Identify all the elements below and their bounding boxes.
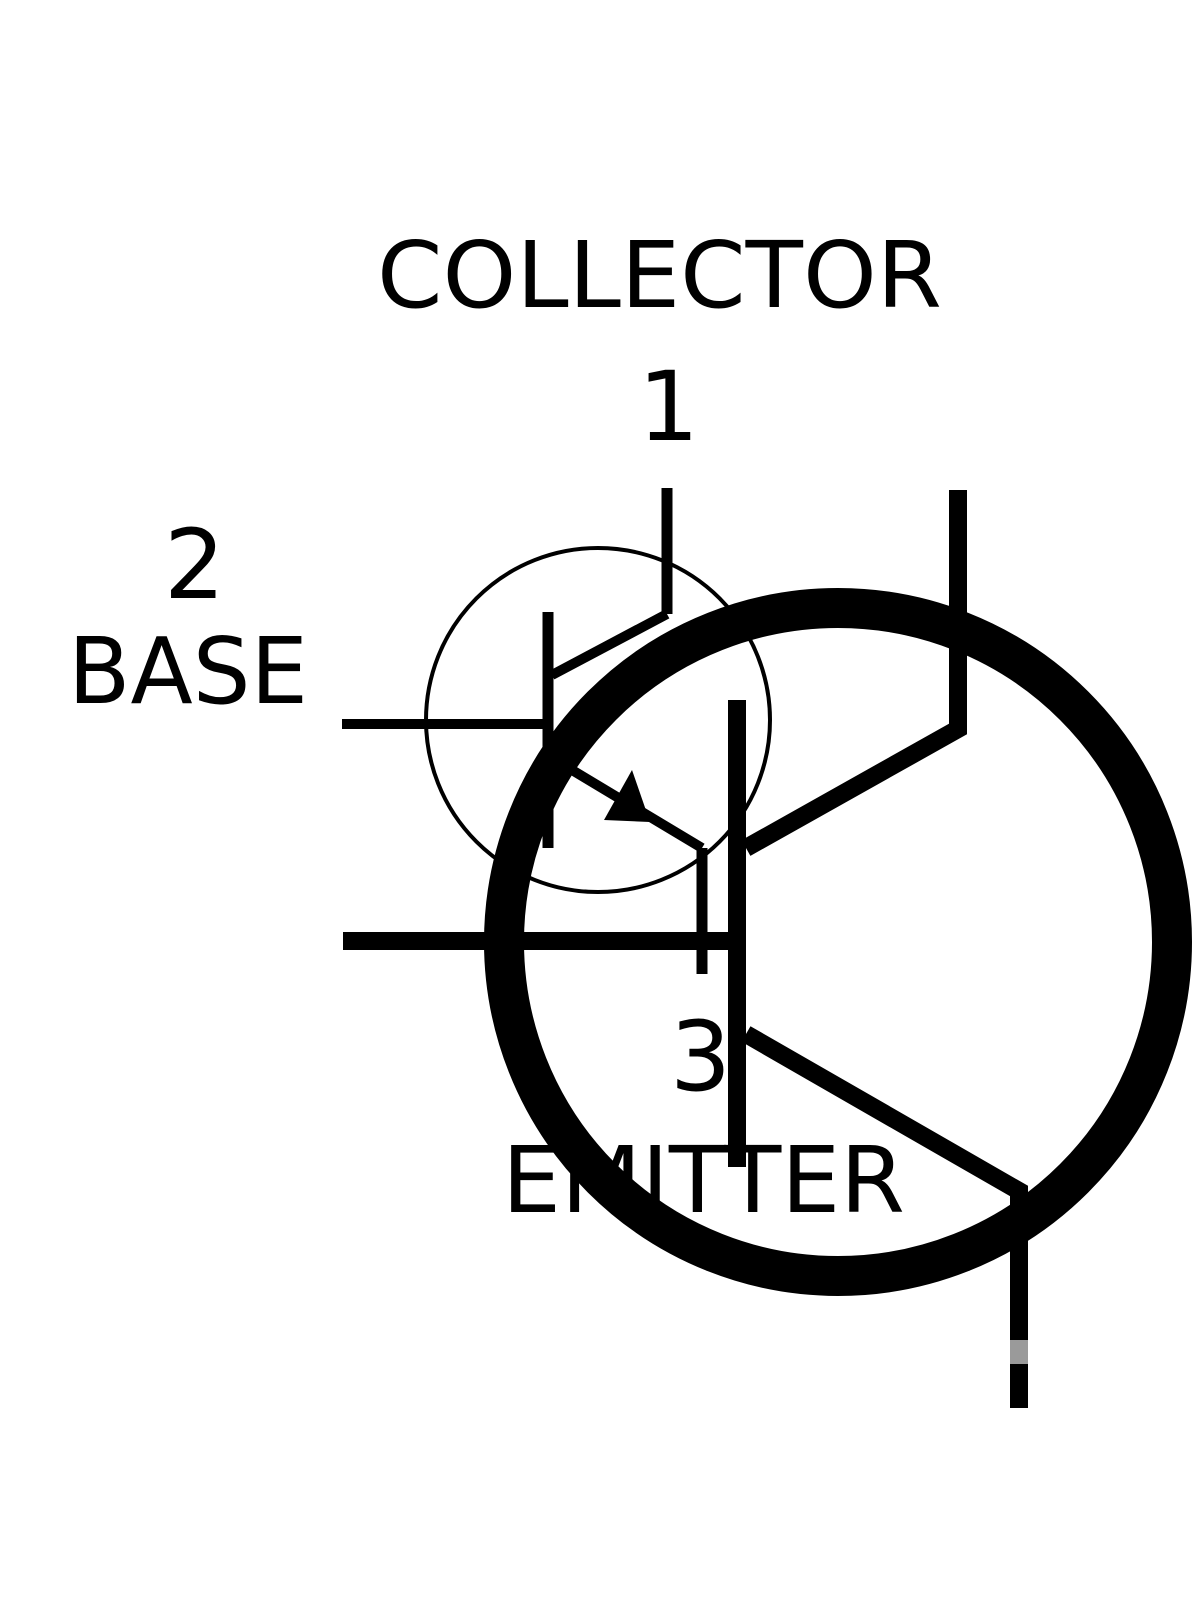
- collector-label: COLLECTOR: [377, 222, 942, 329]
- small-collector-diagonal: [549, 609, 670, 680]
- large-emitter-path: [741, 1026, 1028, 1340]
- collector-pin-number: 1: [638, 351, 699, 463]
- large-collector-path: [741, 490, 967, 856]
- large-transistor-symbol: [343, 490, 1192, 1408]
- base-pin-number: 2: [164, 509, 225, 621]
- emitter-label: EMITTER: [502, 1127, 905, 1234]
- base-label: BASE: [68, 618, 308, 725]
- small-emitter-arrow-icon: [604, 770, 650, 822]
- large-emitter-lead-gap: [1010, 1340, 1028, 1364]
- emitter-pin-number: 3: [670, 1001, 731, 1113]
